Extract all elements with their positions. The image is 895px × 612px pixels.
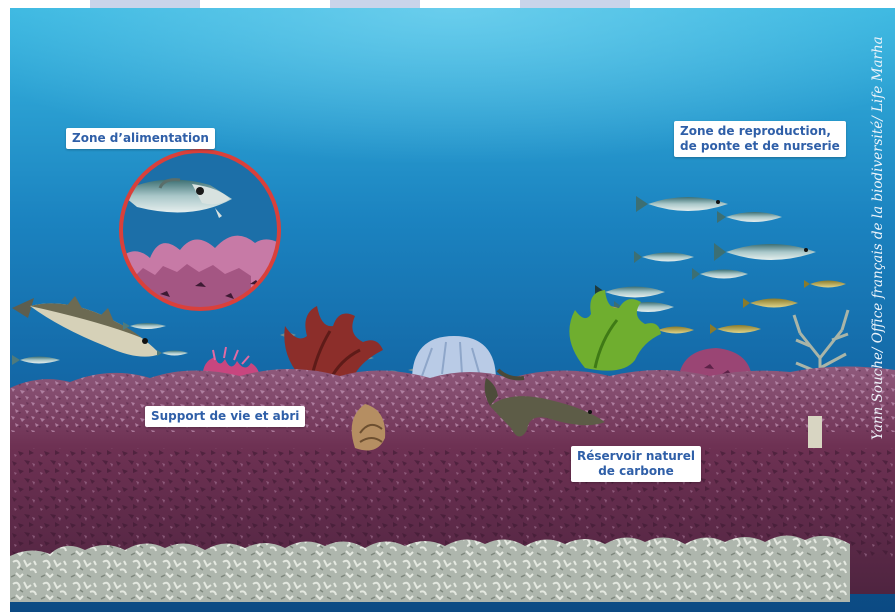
label-feeding-zone: Zone d’alimentation: [66, 128, 215, 149]
photo-credit: Yann Souche/ Office français de la biodi…: [870, 8, 892, 440]
top-edge-fragment: [520, 0, 630, 8]
underwater-scene: [10, 8, 895, 612]
label-life-support: Support de vie et abri: [145, 406, 305, 427]
label-carbon-reservoir: Réservoir naturelde carbone: [571, 446, 701, 482]
dead-maerl-layer: [10, 535, 850, 602]
stone-block: [808, 416, 822, 448]
top-edge-fragment: [330, 0, 420, 8]
label-reproduction-zone: Zone de reproduction,de ponte et de nurs…: [674, 121, 846, 157]
top-edge-fragment: [90, 0, 200, 8]
